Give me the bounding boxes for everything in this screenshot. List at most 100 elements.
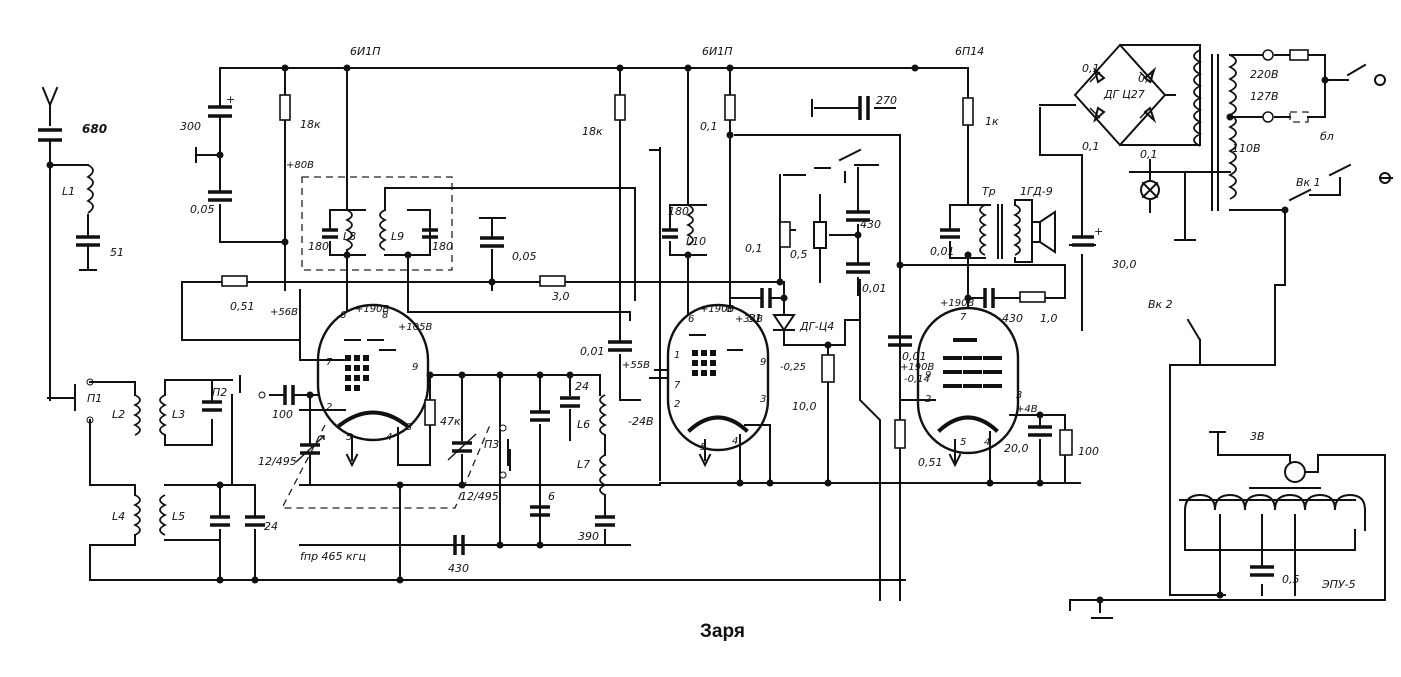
switch-p1 <box>47 384 76 411</box>
pin-6a: 6 <box>340 310 346 321</box>
label-vk1: Вк 1 <box>1296 176 1321 189</box>
label-c-01-3: 0,1 <box>1082 140 1100 153</box>
label-l4: L4 <box>112 510 125 523</box>
pin-4b: 4 <box>732 436 738 447</box>
diode-dg-c4 <box>772 314 796 332</box>
pin-2a: 2 <box>326 402 332 413</box>
label-r-100b: 100 <box>1078 445 1099 458</box>
label-c-24-b: 24 <box>575 380 589 393</box>
label-c-390: 390 <box>578 530 599 543</box>
pin-8b: 8 <box>726 304 732 315</box>
resistor-051-b <box>894 419 906 449</box>
coil-l4 <box>132 494 141 536</box>
label-epu: ЭПУ-5 <box>1321 578 1356 591</box>
label-c-270: 270 <box>876 94 897 107</box>
resistor-100 <box>1059 429 1073 456</box>
resistor-1-0 <box>1019 291 1046 303</box>
label-r-05: 0,5 <box>790 248 808 261</box>
label-r-100: 10,0 <box>792 400 817 413</box>
label-c-300-ps: 30,0 <box>1112 258 1137 271</box>
label-v-190-b: +190В <box>700 304 734 315</box>
label-c-12495-a: 12/495 <box>258 455 297 468</box>
power-transformer-primary <box>1227 54 1237 200</box>
potentiometer-0-5 <box>813 194 827 283</box>
tube-v2 <box>666 303 770 452</box>
motor-lamp-icon <box>1284 461 1306 483</box>
pin-9b: 9 <box>760 357 766 368</box>
label-diode: ДГ-Ц4 <box>799 320 834 333</box>
label-c-12495-b: 12/495 <box>460 490 499 503</box>
antenna-section: 680 51 L1 <box>38 86 124 401</box>
resistor-01-a <box>724 94 736 121</box>
label-v127: 127В <box>1250 90 1279 103</box>
coil-l2 <box>132 394 141 436</box>
label-c-001-c: 0,01 <box>930 245 955 258</box>
coil-l5 <box>159 494 168 536</box>
pin-9a: 9 <box>412 362 418 373</box>
label-tr: Тр <box>982 185 996 198</box>
label-v110: 110В <box>1232 142 1261 155</box>
label-v220: 220В <box>1250 68 1279 81</box>
coil-l3 <box>159 394 168 436</box>
pin-6b: 6 <box>688 314 694 325</box>
label-c-005-b: 0,05 <box>512 250 537 263</box>
cap-12-495-b <box>452 441 472 453</box>
label-c-180-l8: 180 <box>308 240 329 253</box>
label-spk: 1ГД-9 <box>1020 185 1053 198</box>
label-l9: L9 <box>391 230 404 243</box>
resistor-10-0 <box>821 354 835 383</box>
label-l7: L7 <box>577 458 590 471</box>
pin-7c: 7 <box>960 312 967 323</box>
label-r-18k-a: 18к <box>300 118 321 131</box>
label-v-105: +105В <box>398 322 432 333</box>
speaker-icon <box>1031 210 1056 254</box>
label-fpr: fпр 465 кгц <box>300 550 366 563</box>
pin-4c: 4 <box>984 437 990 448</box>
label-v-46: +4В <box>1016 404 1038 415</box>
label-l6: L6 <box>577 418 590 431</box>
label-r-1k: 1к <box>985 115 999 128</box>
label-bl: бл <box>1320 130 1334 143</box>
junction-dots <box>46 64 1329 604</box>
pin-3c: 3 <box>1016 390 1022 401</box>
label-p3: П3 <box>484 438 499 451</box>
resistor-18k-a <box>279 94 291 121</box>
if-transformer-box <box>301 176 453 271</box>
label-c-200: 20,0 <box>1004 442 1029 455</box>
label-tube-v3: 6П14 <box>955 45 984 58</box>
epu-motor-windings <box>1183 493 1366 596</box>
label-c-01-4: 0,1 <box>1140 148 1158 161</box>
label-r-10: 1,0 <box>1040 312 1058 325</box>
label-p2: П2 <box>212 386 227 399</box>
label-plus-30: + <box>1094 225 1103 238</box>
pin-3b: 3 <box>760 394 766 405</box>
switch-p3 <box>507 439 511 471</box>
resistor-18k-b <box>614 94 626 121</box>
label-c-05: 0,5 <box>1282 573 1300 586</box>
resistor-47k <box>424 399 436 426</box>
power-transformer-secondary <box>1193 49 1203 147</box>
label-v-025: -0,25 <box>780 362 806 373</box>
label-c-100-in: 100 <box>272 408 293 421</box>
label-c-180-l10: 180 <box>668 205 689 218</box>
pin-8a: 8 <box>382 310 388 321</box>
fuse-127 <box>1289 111 1309 123</box>
coil-l8 <box>344 209 353 251</box>
label-c-24-a: 24 <box>264 520 278 533</box>
schematic-title: Заря <box>700 621 745 642</box>
resistor-1k <box>962 97 974 126</box>
label-v-014: -0,14 <box>904 374 930 385</box>
label-vk2: Вк 2 <box>1148 298 1173 311</box>
coil-l10 <box>685 204 694 246</box>
label-bridge: ДГ Ц27 <box>1103 88 1145 101</box>
pin-3a: 3 <box>406 422 412 433</box>
label-r-18k-b: 18к <box>582 125 603 138</box>
pin-7a: 7 <box>326 357 333 368</box>
label-l3: L3 <box>172 408 185 421</box>
label-c-005-a: 0,05 <box>190 203 215 216</box>
label-l10: L10 <box>686 235 706 248</box>
pin-1b: 1 <box>674 350 680 361</box>
resistor-3-0 <box>539 275 566 287</box>
label-r-051-a: 0,51 <box>230 300 255 313</box>
